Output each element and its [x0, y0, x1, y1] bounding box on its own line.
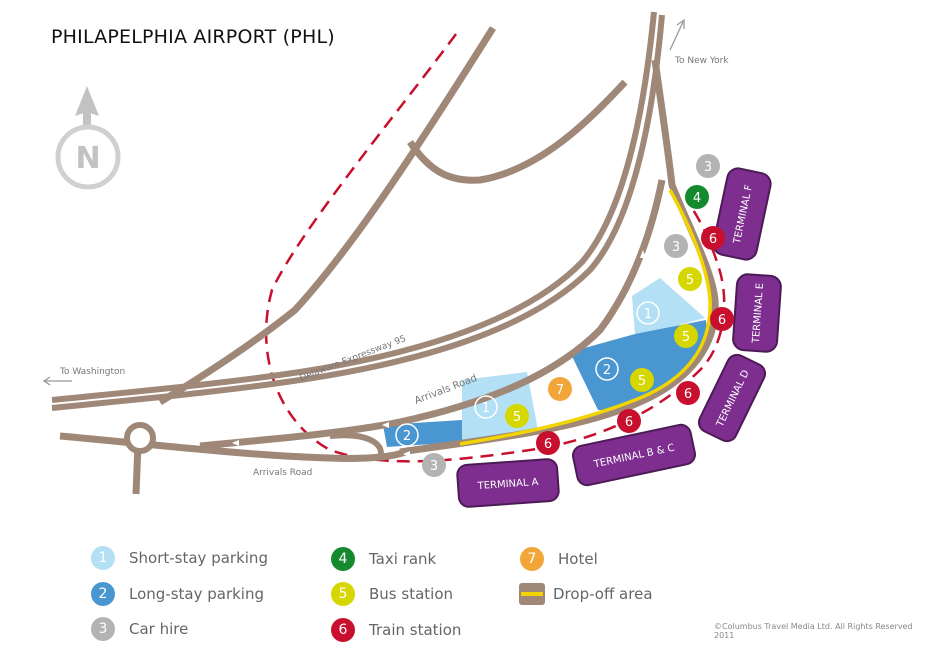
arrivals-road-lower-label: Arrivals Road: [253, 468, 312, 478]
to-washington-label: To Washington: [59, 367, 125, 377]
dropoff-area-line: [459, 189, 712, 446]
svg-text:3: 3: [672, 240, 680, 255]
to-washington-arrow-icon: [42, 376, 72, 386]
legend-bus-label: Bus station: [369, 585, 454, 603]
svg-text:6: 6: [718, 313, 726, 328]
marker-taxi[interactable]: 4: [685, 185, 709, 209]
long-stay-parking-area-a: [383, 420, 462, 447]
connector-road-tail: [295, 82, 625, 312]
car-hire-icon: 3: [91, 617, 115, 641]
terminal-f[interactable]: TERMINAL F: [711, 166, 772, 261]
marker-long-stay-2[interactable]: 2: [595, 357, 619, 381]
terminal-d[interactable]: TERMINAL D: [696, 351, 769, 444]
marker-train-2[interactable]: 6: [617, 409, 641, 433]
marker-hotel[interactable]: 7: [548, 377, 572, 401]
legend-long-stay: 2 Long-stay parking: [91, 582, 264, 606]
legend-bus: 5 Bus station: [331, 582, 453, 606]
north-compass: N: [55, 86, 121, 190]
long-stay-parking-area-b: [570, 320, 708, 410]
map-title: PHILAPELPHIA AIRPORT (PHL): [51, 26, 335, 48]
legend-train: 6 Train station: [331, 618, 461, 642]
marker-car-hire-3[interactable]: 3: [696, 154, 720, 178]
marker-bus-4[interactable]: 5: [678, 267, 702, 291]
legend-car-hire-label: Car hire: [129, 620, 189, 638]
marker-train-4[interactable]: 6: [710, 307, 734, 331]
short-stay-parking-area-b: [632, 278, 705, 334]
legend-taxi-label: Taxi rank: [369, 550, 437, 568]
roundabout: [124, 422, 156, 454]
svg-text:2: 2: [403, 429, 411, 444]
north-arrow-icon: [75, 86, 99, 116]
terminal-e[interactable]: TERMINAL E: [732, 273, 782, 353]
legend-train-label: Train station: [369, 621, 462, 639]
svg-text:4: 4: [693, 191, 701, 206]
marker-bus-2[interactable]: 5: [630, 368, 654, 392]
marker-bus-3[interactable]: 5: [674, 324, 698, 348]
marker-train-3[interactable]: 6: [676, 381, 700, 405]
svg-text:7: 7: [556, 383, 564, 398]
svg-text:5: 5: [682, 330, 690, 345]
arrivals-road: [199, 179, 666, 450]
svg-text:2: 2: [603, 363, 611, 378]
marker-train-5[interactable]: 6: [701, 226, 725, 250]
legend-dropoff: Drop-off area: [519, 582, 653, 606]
marker-long-stay-1[interactable]: 2: [395, 423, 419, 447]
svg-text:3: 3: [704, 160, 712, 175]
marker-short-stay-1[interactable]: 1: [474, 395, 498, 419]
northbound-highway: [158, 26, 496, 406]
svg-text:3: 3: [430, 459, 438, 474]
north-arrow-stem: [83, 110, 91, 132]
dropoff-icon: [519, 583, 545, 605]
legend-hotel: 7 Hotel: [520, 547, 598, 571]
bus-icon: 5: [331, 582, 355, 606]
connector-road: [407, 79, 628, 184]
terminal-a-label: TERMINAL A: [476, 477, 539, 492]
marker-bus-1[interactable]: 5: [505, 404, 529, 428]
legend-hotel-label: Hotel: [558, 550, 598, 568]
compass-letter: N: [75, 141, 100, 176]
legend-short-stay: 1 Short-stay parking: [91, 546, 268, 570]
svg-text:1: 1: [482, 401, 490, 416]
train-icon: 6: [331, 618, 355, 642]
svg-text:6: 6: [625, 415, 633, 430]
terminal-a[interactable]: TERMINAL A: [456, 458, 560, 508]
svg-text:5: 5: [638, 374, 646, 389]
marker-short-stay-2[interactable]: 1: [636, 301, 660, 325]
copyright-notice: ©Columbus Travel Media Ltd. All Rights R…: [714, 622, 913, 640]
svg-text:6: 6: [684, 387, 692, 402]
short-stay-icon: 1: [91, 546, 115, 570]
legend-dropoff-label: Drop-off area: [553, 585, 653, 603]
delaware-expressway: [51, 14, 665, 411]
svg-text:1: 1: [644, 307, 652, 322]
to-new-york-label: To New York: [674, 56, 729, 66]
taxi-icon: 4: [331, 547, 355, 571]
svg-text:5: 5: [513, 410, 521, 425]
hotel-icon: 7: [520, 547, 544, 571]
terminal-e-label: TERMINAL E: [751, 283, 766, 345]
svg-text:6: 6: [544, 437, 552, 452]
legend-taxi: 4 Taxi rank: [331, 547, 436, 571]
marker-car-hire-1[interactable]: 3: [422, 453, 446, 477]
marker-car-hire-2[interactable]: 3: [664, 234, 688, 258]
delaware-expressway-lane: [51, 11, 657, 403]
svg-text:5: 5: [686, 273, 694, 288]
compass-ring: [55, 124, 121, 190]
legend-short-stay-label: Short-stay parking: [129, 549, 268, 567]
direction-arrows: [232, 250, 646, 457]
delaware-expressway-label: Delaware Expressway 95: [298, 334, 407, 384]
terminal-bc[interactable]: TERMINAL B & C: [571, 423, 697, 487]
legend-car-hire: 3 Car hire: [91, 617, 188, 641]
long-stay-icon: 2: [91, 582, 115, 606]
marker-train-1[interactable]: 6: [536, 431, 560, 455]
legend-long-stay-label: Long-stay parking: [129, 585, 265, 603]
arrivals-road-loop: [329, 432, 384, 460]
svg-text:6: 6: [709, 232, 717, 247]
to-new-york-arrow-icon: [669, 18, 685, 51]
